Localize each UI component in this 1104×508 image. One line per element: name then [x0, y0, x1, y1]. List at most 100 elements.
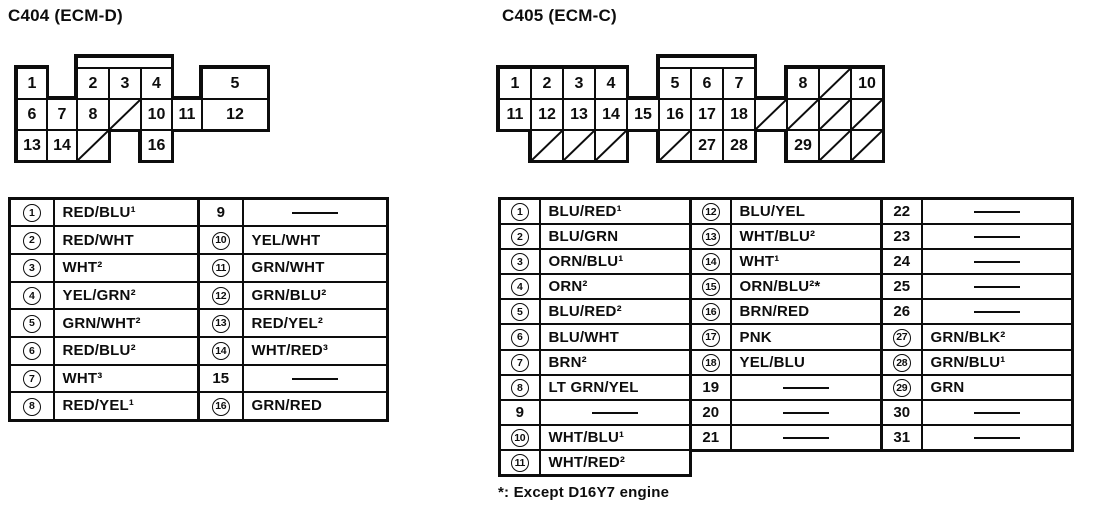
- blocked-cavity-diagonal: [818, 129, 852, 162]
- circled-pin-number: 14: [701, 253, 720, 272]
- pin-number-cell: 11: [498, 449, 541, 477]
- wire-color-cell: GRN/RED: [241, 391, 389, 421]
- pin-number-cell: 12: [197, 280, 244, 311]
- no-wire-dash: [782, 386, 829, 389]
- pin-number-cell: 15: [689, 273, 732, 301]
- pin-number-cell: 4: [498, 273, 541, 301]
- pin-number-cell: 24: [880, 247, 923, 276]
- pin-number-cell: 6: [8, 335, 55, 366]
- circled-pin-number: 2: [510, 227, 529, 246]
- pin-cavity-4: 4: [594, 67, 628, 100]
- blocked-cavity-diagonal: [818, 67, 852, 100]
- pin-cavity-6: 6: [16, 98, 48, 131]
- circled-pin-number: 7: [22, 370, 41, 389]
- wire-color-cell: RED/YEL¹: [52, 391, 200, 421]
- pin-number-cell: 16: [197, 391, 244, 421]
- wire-color-cell: [241, 197, 389, 228]
- pin-number-cell: 14: [689, 247, 732, 276]
- pin-cavity-11: 11: [498, 98, 532, 131]
- pin-number-cell: 13: [689, 222, 732, 250]
- circled-pin-number: 27: [892, 328, 911, 347]
- pin-number-cell: 17: [689, 323, 732, 351]
- pin-number-cell: 3: [8, 252, 55, 283]
- circled-pin-number: 28: [892, 353, 911, 372]
- pin-number-cell: 13: [197, 308, 244, 338]
- no-wire-dash: [973, 210, 1020, 213]
- blocked-cavity-diagonal: [850, 129, 884, 162]
- blocked-cavity-diagonal: [76, 129, 110, 162]
- blocked-cavity-diagonal: [850, 98, 884, 131]
- pin-row-9: 9: [197, 197, 389, 228]
- wire-color-cell: YEL/WHT: [241, 225, 389, 255]
- pin-number-cell: 18: [689, 348, 732, 376]
- wire-color-cell: WHT/BLU²: [729, 222, 883, 250]
- pin-number-cell: 9: [498, 398, 541, 427]
- wire-color-cell: [729, 373, 883, 402]
- circled-pin-number: 13: [211, 314, 230, 333]
- wire-color-cell: ORN/BLU¹: [538, 247, 692, 276]
- pin-number-cell: 25: [880, 273, 923, 301]
- diagonal-slash-icon: [788, 100, 818, 129]
- pin-cavity-12: 12: [530, 98, 564, 131]
- pin-number-cell: 31: [880, 424, 923, 452]
- no-wire-dash: [782, 437, 829, 440]
- pin-cavity-1: 1: [16, 67, 48, 100]
- diagonal-slash-icon: [596, 131, 626, 160]
- wire-color-cell: BLU/RED¹: [538, 197, 692, 225]
- pin-cavity-8: 8: [786, 67, 820, 100]
- diagonal-slash-icon: [660, 131, 690, 160]
- wire-color-cell: GRN/WHT: [241, 252, 389, 283]
- circled-pin-number: 15: [701, 278, 720, 297]
- no-wire-dash: [782, 412, 829, 415]
- wire-color-cell: WHT³: [52, 363, 200, 394]
- pin-number-cell: 10: [498, 424, 541, 452]
- pin-cavity-18: 18: [722, 98, 756, 131]
- pin-cavity-14: 14: [46, 129, 78, 162]
- pin-cavity-7: 7: [46, 98, 78, 131]
- wire-color-cell: BLU/GRN: [538, 222, 692, 250]
- pin-cavity-16: 16: [658, 98, 692, 131]
- blocked-cavity-diagonal: [562, 129, 596, 162]
- pin-row-7: 7 WHT³: [8, 363, 200, 394]
- pin-number-cell: 8: [8, 391, 55, 421]
- pin-cavity-10: 10: [140, 98, 173, 131]
- pin-number-cell: 21: [689, 424, 732, 452]
- circled-pin-number: 10: [510, 429, 529, 448]
- wire-color-cell: BRN/RED: [729, 298, 883, 326]
- circled-pin-number: 7: [510, 353, 529, 372]
- circled-pin-number: 2: [22, 231, 41, 250]
- pin-row-15: 15: [197, 363, 389, 394]
- diagonal-slash-icon: [820, 69, 850, 98]
- diagonal-slash-icon: [852, 100, 882, 129]
- pin-cavity-2: 2: [76, 67, 110, 100]
- no-wire-dash: [973, 235, 1020, 238]
- pin-row-24: 24: [880, 247, 1074, 276]
- circled-pin-number: 16: [701, 303, 720, 322]
- pin-cavity-4: 4: [140, 67, 173, 100]
- wire-color-cell: RED/YEL²: [241, 308, 389, 338]
- blocked-cavity-diagonal: [108, 98, 142, 131]
- wire-color-cell: GRN/BLU²: [241, 280, 389, 311]
- circled-pin-number: 11: [211, 259, 230, 278]
- blocked-cavity-diagonal: [594, 129, 628, 162]
- wire-color-cell: WHT²: [52, 252, 200, 283]
- pin-cavity-5: 5: [201, 67, 269, 100]
- pin-cavity-3: 3: [562, 67, 596, 100]
